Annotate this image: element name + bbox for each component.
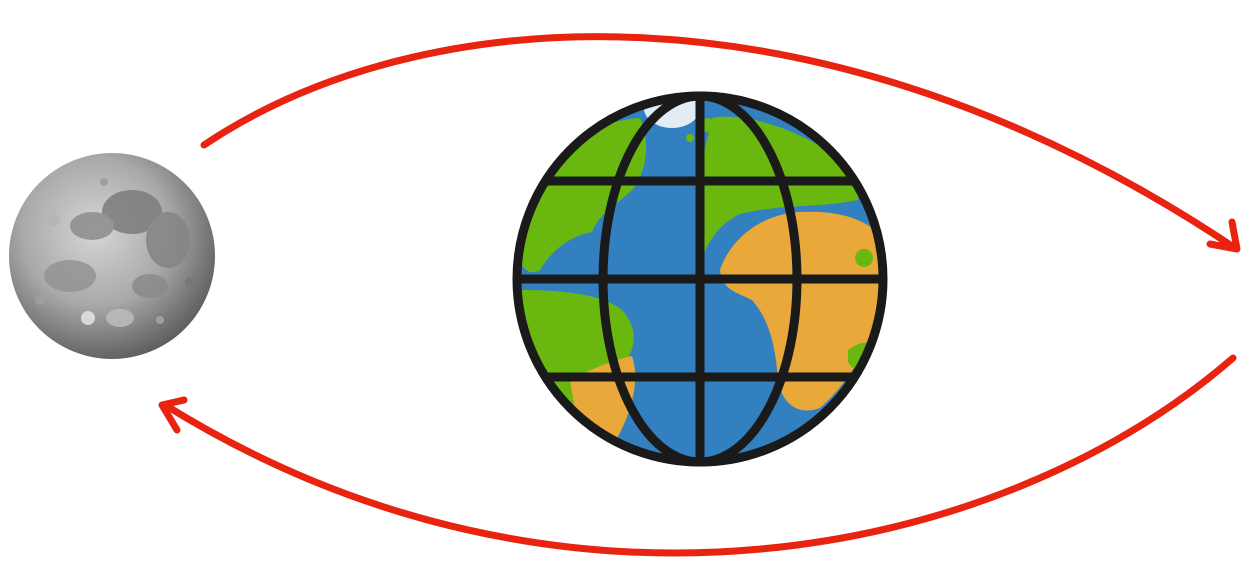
globe-icon <box>517 88 884 462</box>
moon-icon <box>9 153 215 359</box>
